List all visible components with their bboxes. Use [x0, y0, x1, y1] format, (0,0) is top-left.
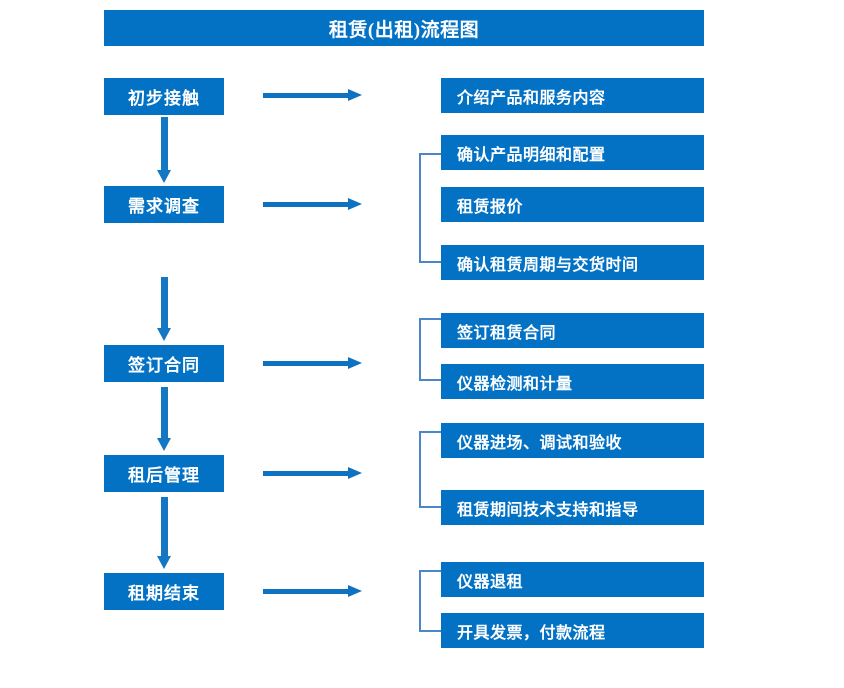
detail-box-introduce-products[interactable]: 介绍产品和服务内容 [441, 78, 704, 113]
detail-box-technical-support[interactable]: 租赁期间技术支持和指导 [441, 490, 704, 525]
arrow-shaft [161, 117, 168, 171]
horizontal-arrow-stage3 [263, 357, 362, 370]
arrow-head [157, 170, 171, 183]
diagram-title: 租赁(出租)流程图 [104, 10, 704, 46]
detail-box-confirm-rental-period[interactable]: 确认租赁周期与交货时间 [441, 245, 704, 280]
group-bracket-rental-end [419, 570, 441, 632]
detail-box-invoice-payment[interactable]: 开具发票，付款流程 [441, 613, 704, 648]
detail-box-instrument-installation[interactable]: 仪器进场、调试和验收 [441, 423, 704, 458]
arrow-shaft [263, 589, 349, 594]
arrow-head [348, 467, 362, 479]
arrow-head [157, 438, 171, 451]
detail-box-instrument-inspection[interactable]: 仪器检测和计量 [441, 364, 704, 399]
arrow-head [348, 198, 362, 210]
detail-box-instrument-return[interactable]: 仪器退租 [441, 562, 704, 597]
vertical-arrow-stage1-to-stage2 [157, 117, 172, 183]
arrow-head [348, 585, 362, 597]
vertical-arrow-stage3-to-stage4 [157, 387, 172, 451]
stage-box-initial-contact[interactable]: 初步接触 [104, 78, 224, 115]
horizontal-arrow-stage4 [263, 467, 362, 480]
horizontal-arrow-stage2 [263, 198, 362, 211]
arrow-shaft [263, 361, 349, 366]
vertical-arrow-stage2-to-stage3 [157, 277, 172, 341]
detail-box-rental-quotation[interactable]: 租赁报价 [441, 187, 704, 222]
horizontal-arrow-stage5 [263, 585, 362, 598]
detail-box-sign-rental-contract[interactable]: 签订租赁合同 [441, 313, 704, 348]
detail-box-confirm-product-details[interactable]: 确认产品明细和配置 [441, 135, 704, 170]
arrow-head [157, 328, 171, 341]
arrow-shaft [263, 471, 349, 476]
group-bracket-sign-contract [419, 318, 441, 381]
arrow-shaft [161, 277, 168, 329]
arrow-head [348, 89, 362, 101]
group-bracket-post-rental-management [419, 431, 441, 508]
horizontal-arrow-stage1 [263, 89, 362, 102]
stage-box-rental-end[interactable]: 租期结束 [104, 573, 224, 610]
arrow-shaft [161, 497, 168, 557]
stage-box-sign-contract[interactable]: 签订合同 [104, 345, 224, 382]
arrow-shaft [263, 93, 349, 98]
group-bracket-needs-survey [419, 153, 441, 263]
stage-box-post-rental-management[interactable]: 租后管理 [104, 455, 224, 492]
arrow-shaft [161, 387, 168, 439]
arrow-head [348, 357, 362, 369]
stage-box-needs-survey[interactable]: 需求调查 [104, 186, 224, 223]
arrow-shaft [263, 202, 349, 207]
vertical-arrow-stage4-to-stage5 [157, 497, 172, 569]
arrow-head [157, 556, 171, 569]
